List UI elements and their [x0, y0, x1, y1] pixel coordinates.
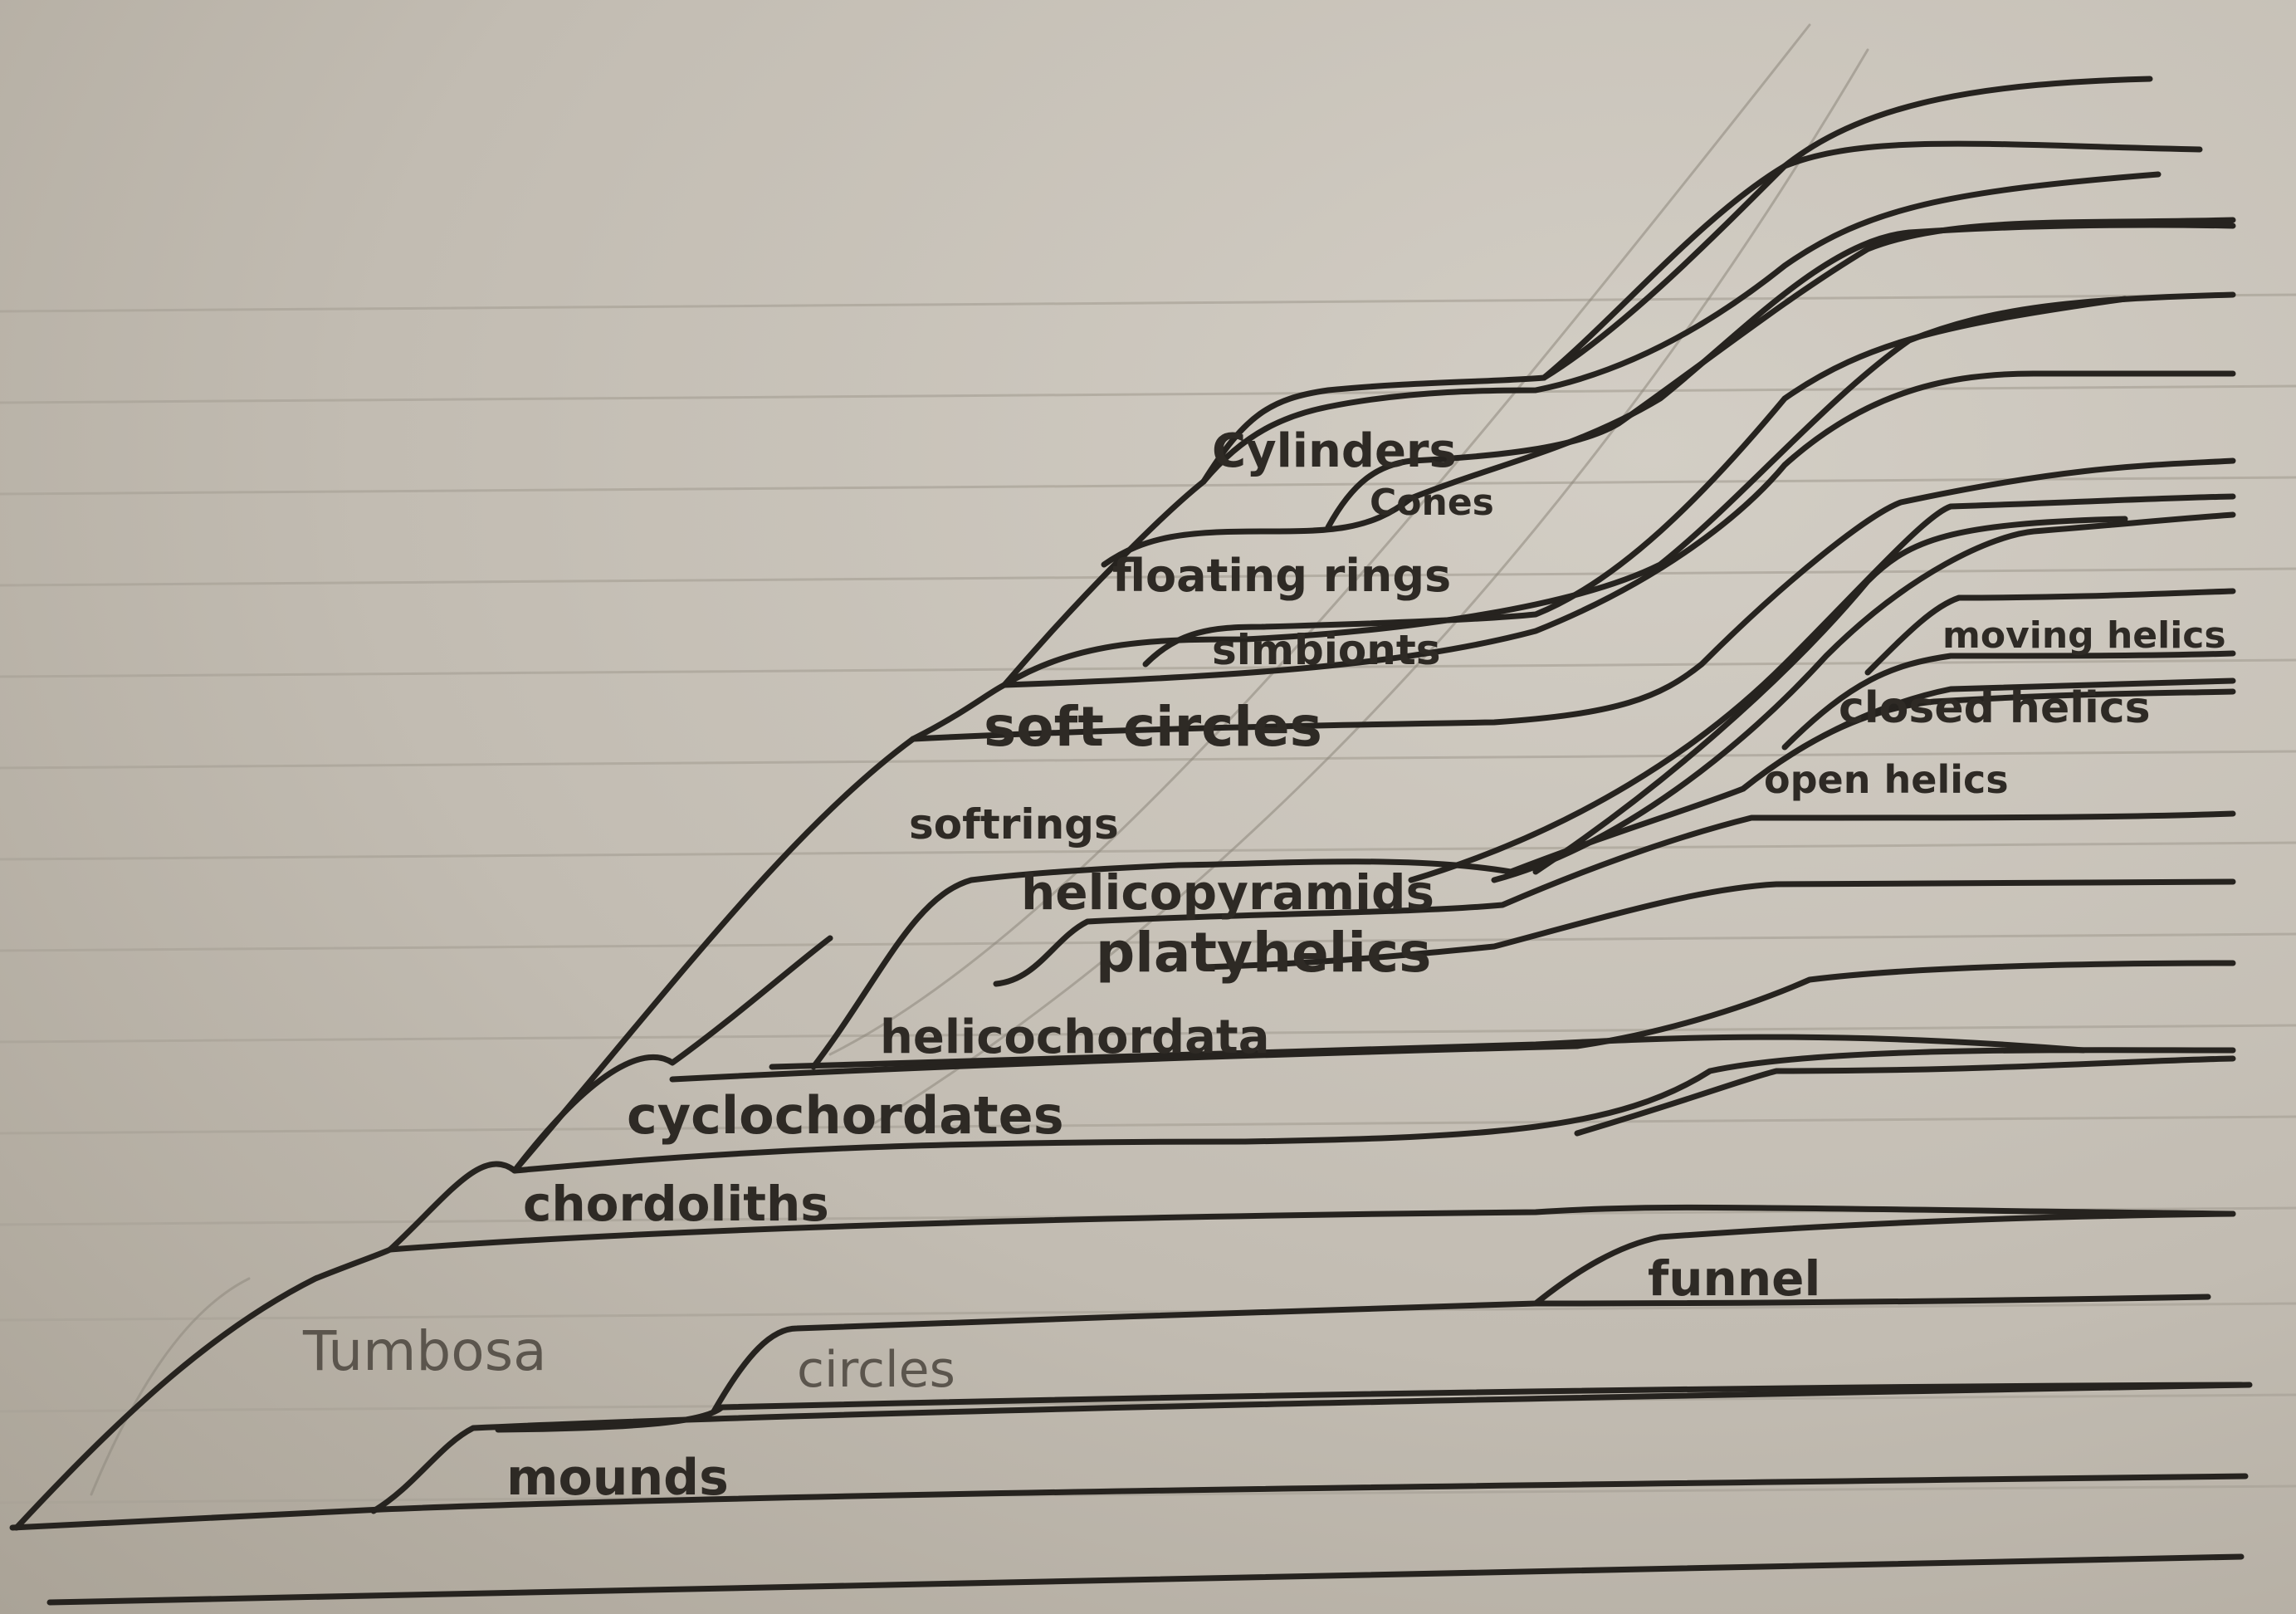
branch-line-floating-rings-trunk	[1001, 478, 1207, 688]
label-helicochordata: helicochordata	[880, 1010, 1270, 1064]
branch-line-helico-mid	[1200, 878, 2236, 971]
label-moving-helics: moving helics	[1942, 614, 2226, 657]
label-chordoliths: chordoliths	[523, 1176, 829, 1232]
ruled-line	[0, 1484, 2296, 1504]
label-helicopyramids: helicopyramids	[1021, 864, 1434, 921]
branch-line-cylinders	[1200, 76, 2153, 485]
ruled-line	[0, 1115, 2296, 1135]
label-simbionts: simbionts	[1212, 626, 1441, 674]
ruled-line	[0, 750, 2296, 770]
ruled-line	[0, 384, 2296, 404]
branch-line-tumbosa-trunk	[13, 1246, 393, 1531]
faint-line	[90, 1277, 251, 1496]
label-funnel: funnel	[1648, 1250, 1820, 1307]
ruled-line	[0, 476, 2296, 496]
ruled-line	[0, 1302, 2296, 1322]
branch-line-platyhelics	[993, 810, 2236, 987]
label-softrings: softrings	[909, 800, 1119, 849]
branch-line-softrings-2	[1408, 493, 2236, 883]
branch-line-helicopyramids	[1175, 688, 2236, 875]
branch-line-cylinders-2	[1541, 140, 2203, 381]
branch-line-simbionts	[1001, 291, 2236, 688]
ruled-line	[0, 1024, 2296, 1044]
ruled-line	[0, 1393, 2296, 1413]
branch-line-helicochordata-low	[769, 1034, 2087, 1070]
branch-line-floating-rings	[1200, 171, 2162, 485]
label-cylinders: Cylinders	[1212, 424, 1457, 478]
branch-line-base	[9, 1473, 2249, 1531]
faint-line	[870, 48, 1869, 1127]
branch-line-cyclo-up	[1574, 1055, 2236, 1137]
branch-line-helicopyramids-trunk	[810, 862, 1182, 1070]
label-tumbosa: Tumbosa	[302, 1319, 547, 1383]
label-platyhelics: platyhelics	[1096, 921, 1431, 985]
ruled-line	[0, 932, 2296, 952]
labels: Cylinders Cones floating rings simbionts…	[302, 424, 2226, 1507]
faint-sketch-lines	[90, 23, 1869, 1496]
label-open-helics: open helics	[1764, 757, 2009, 802]
ruled-line	[0, 841, 2296, 861]
branch-lines	[9, 76, 2253, 1606]
branch-line-cyclochordates	[511, 1047, 2236, 1174]
branch-line-trunk-upper	[387, 1161, 518, 1253]
label-floating-rings: floating rings	[1112, 550, 1451, 602]
ruled-line	[0, 293, 2296, 313]
branch-line-softrings-trunk	[511, 736, 916, 1174]
branch-line-circles-upper	[711, 1294, 2211, 1415]
branch-line-cones	[1325, 217, 2236, 531]
faint-line	[828, 23, 1811, 1056]
branch-line-mounds	[370, 1382, 2253, 1514]
ruled-line	[0, 567, 2296, 587]
label-cones: Cones	[1370, 482, 1494, 524]
label-circles: circles	[797, 1341, 955, 1399]
branch-line-simbionts-2	[1142, 296, 2128, 668]
branch-line-soft-circles-trunk	[910, 682, 1008, 742]
branch-line-closed-helics	[1781, 650, 2236, 751]
branch-line-funnel	[1532, 1210, 2236, 1307]
branch-line-open-helics	[1740, 677, 2236, 792]
branch-line-soft-circles	[1001, 370, 2236, 688]
branch-line-circles	[495, 1382, 2245, 1433]
branch-line-moving-helics	[1864, 588, 2236, 676]
branch-line-bottom	[46, 1553, 2245, 1606]
label-cyclochordates: cyclochordates	[627, 1085, 1064, 1146]
branch-line-chordoliths	[387, 1204, 2236, 1253]
branch-line-softrings-3	[1491, 511, 2236, 883]
label-closed-helics: closed helics	[1839, 683, 2151, 733]
branch-line-softrings	[910, 457, 2236, 742]
label-soft-circles: soft circles	[984, 695, 1322, 759]
label-mounds: mounds	[506, 1449, 729, 1507]
